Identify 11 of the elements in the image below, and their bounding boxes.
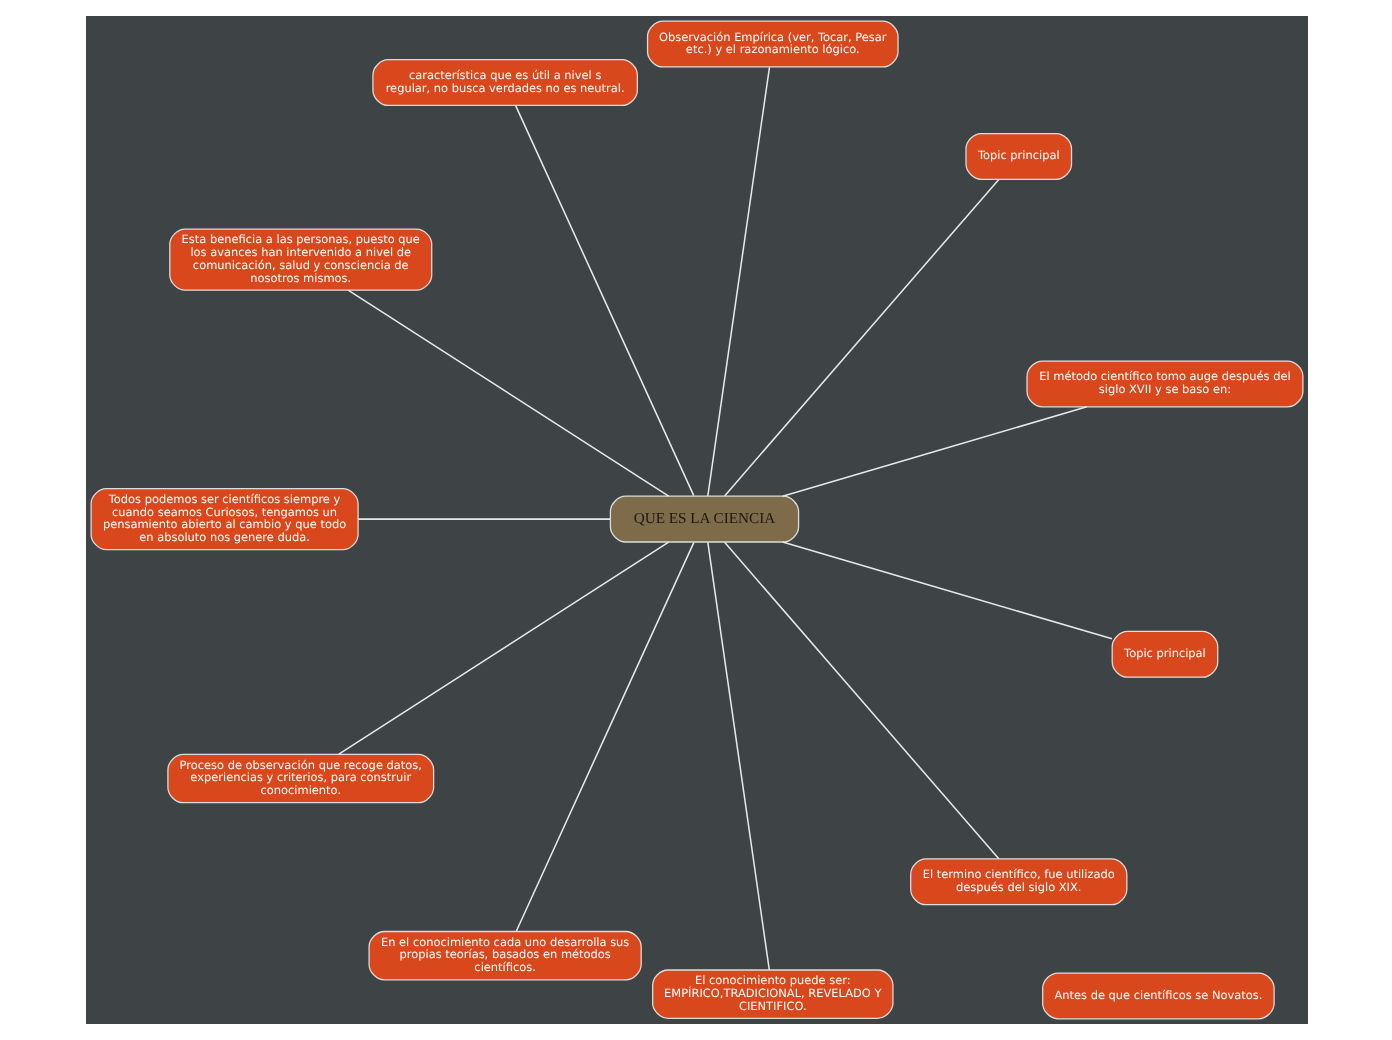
- connector: [780, 541, 1112, 640]
- connector: [706, 66, 770, 497]
- connector: [514, 541, 694, 932]
- connector: [337, 541, 669, 755]
- connector: [356, 518, 611, 520]
- connector: [706, 541, 770, 971]
- connector: [722, 178, 999, 497]
- connector: [346, 289, 669, 497]
- connector: [780, 406, 1087, 497]
- connector: [513, 104, 694, 497]
- connector: [722, 541, 999, 860]
